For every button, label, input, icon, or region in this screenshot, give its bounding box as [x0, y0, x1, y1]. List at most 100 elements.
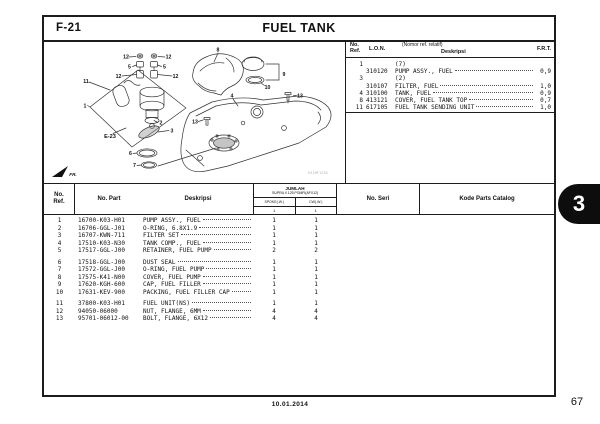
part-row-desc-text: PUMP ASSY., FUEL: [143, 217, 201, 225]
dot-leader: [433, 91, 533, 93]
ref-row-desc: TANK, FUEL: [395, 90, 535, 97]
part-row-qty-cw: 4: [314, 307, 318, 315]
ref-row-desc: FUEL TANK SENDING UNIT: [395, 104, 535, 111]
part-row-ref: 12: [55, 307, 64, 315]
part-row-qty-spoke: 4: [272, 307, 276, 315]
section-code: F-21: [56, 22, 82, 34]
part-row-ref: 2: [57, 224, 62, 232]
ref-row-frt: 0,9: [540, 68, 551, 76]
ref-row-no: 8: [359, 97, 363, 105]
diagram-callout-5: 5: [128, 65, 131, 71]
part-row-desc-text: FILTER SET: [143, 232, 180, 240]
part-row-desc-text: CAP, FUEL FILLER: [143, 281, 201, 289]
part-row-desc: DUST SEAL: [143, 259, 253, 266]
part-row-qty-cw: 1: [314, 258, 318, 266]
diagram-callout-7: 7: [133, 163, 136, 169]
part-row-qty-cw: 1: [314, 224, 318, 232]
dot-leader: [202, 283, 251, 285]
part-row-ref: 9: [57, 281, 62, 289]
part-row-desc: PUMP ASSY., FUEL: [143, 217, 253, 224]
ref-table-left-border-extension: [345, 113, 346, 183]
dot-leader: [454, 70, 533, 72]
diagram-svg: FR. E-23 K41MF1230 121255121211123678910…: [52, 48, 332, 177]
dot-leader: [202, 309, 251, 311]
ref-row-desc-text: FILTER, FUEL: [395, 82, 439, 90]
parts-header-no-ref: No.Ref.: [44, 184, 75, 214]
part-row-desc-text: BOLT, FLANGE, 6X12: [143, 315, 209, 323]
parts-header-no-seri: No. Seri: [337, 184, 420, 214]
dot-leader: [199, 226, 251, 228]
diagram-callout-5: 5: [163, 65, 166, 71]
part-row-number: 17518-GGL-J00: [78, 258, 125, 266]
ref-row-lon: 310107: [366, 82, 388, 90]
part-row-number: 16706-GGL-J01: [78, 224, 125, 232]
part-row-desc-text: RETAINER, FUEL PUMP: [143, 247, 212, 255]
part-row-number: 94050-06000: [78, 307, 118, 315]
ref-header-lon: L.O.N.: [369, 46, 386, 52]
jumlah-mark-2: 1: [314, 208, 317, 213]
part-row-number: 37800-K03-H01: [78, 300, 125, 308]
dot-leader: [206, 268, 251, 270]
jumlah-col-spoke: SPOKE(.W.): [254, 197, 296, 206]
dot-leader: [177, 260, 251, 262]
part-row-ref: 6: [57, 258, 62, 266]
diagram-callout-6: 6: [129, 151, 132, 157]
part-row-desc: BOLT, FLANGE, 6X12: [143, 315, 253, 322]
part-row-qty-cw: 1: [314, 239, 318, 247]
ref-row-frt: 1,0: [540, 104, 551, 112]
part-row-qty-spoke: 1: [272, 288, 276, 296]
page-header: F-21 FUEL TANK: [44, 17, 554, 42]
part-row-qty-spoke: 1: [272, 300, 276, 308]
ref-row-no: 11: [355, 104, 363, 112]
dot-leader: [181, 234, 251, 236]
dot-leader: [440, 84, 533, 86]
diagram-callout-11: 11: [83, 79, 89, 85]
part-row-desc: O-RING, FUEL PUMP: [143, 266, 253, 273]
jumlah-model: SUPRA X 125 PGMFI(AFX12): [272, 191, 318, 195]
part-row-number: 17510-K03-N30: [78, 239, 125, 247]
dot-leader: [202, 219, 251, 221]
section-tab: 3: [558, 184, 600, 224]
ref-table-row: 3(2): [350, 75, 551, 82]
part-row-ref: 7: [57, 266, 62, 274]
part-row-ref: 10: [55, 288, 64, 296]
part-row-desc: NUT, FLANGE, 6MM: [143, 308, 253, 315]
jumlah-marks: 1 1: [254, 205, 336, 215]
diagram-callout-3: 3: [171, 129, 174, 135]
ref-header-note: (Nomor ref. relatif): [402, 42, 443, 48]
ref-row-desc: (2): [395, 75, 535, 82]
part-row-ref: 13: [55, 315, 64, 323]
ref-row-desc-text: (7): [395, 61, 406, 69]
part-row-ref: 1: [57, 217, 62, 225]
diagram-callout-13: 13: [297, 94, 303, 100]
part-row-qty-cw: 1: [314, 300, 318, 308]
diagram-callout-8: 8: [217, 48, 220, 54]
part-row-qty-cw: 4: [314, 315, 318, 323]
diagram-callout-4: 4: [231, 94, 234, 100]
ref-row-lon: 310120: [366, 68, 388, 76]
jumlah-title: JUMLAH: [285, 186, 305, 191]
dot-leader: [469, 99, 533, 101]
part-row-desc-text: O-RING, FUEL PUMP: [143, 266, 205, 274]
part-row-qty-spoke: 1: [272, 217, 276, 225]
part-row-qty-spoke: 1: [272, 239, 276, 247]
dot-leader: [231, 290, 251, 292]
part-row-desc: O-RING, 6.8X1.9: [143, 225, 253, 232]
ref-row-desc: COVER, FUEL TANK TOP: [395, 97, 535, 104]
